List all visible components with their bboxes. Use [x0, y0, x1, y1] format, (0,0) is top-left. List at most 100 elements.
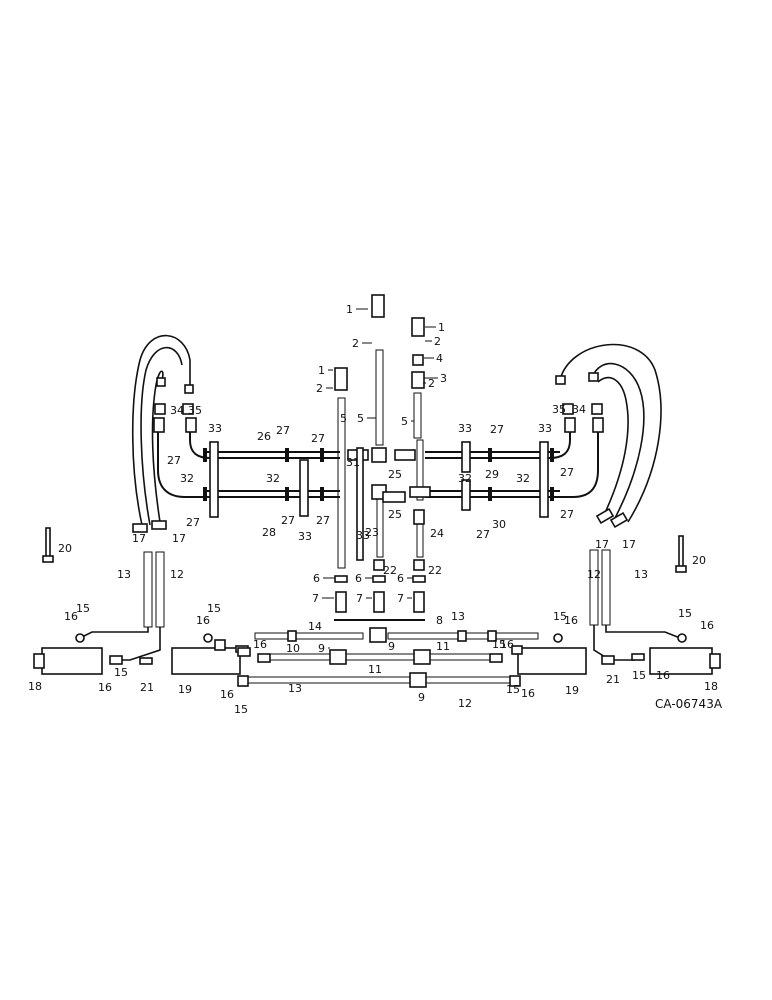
callout-label: 9 [418, 691, 425, 704]
callout-label: 26 [257, 430, 271, 443]
callout-label: 9 [388, 640, 395, 653]
callout-label: 6 [397, 572, 404, 585]
right-manifold [425, 417, 604, 518]
callout-label: 16 [500, 638, 514, 651]
callout-label: 27 [281, 514, 295, 527]
callout-label: 23 [365, 526, 379, 539]
callout-label: 7 [397, 592, 404, 605]
callout-label: 15 [553, 610, 567, 623]
lower-hose-lines [237, 619, 539, 688]
callout-label: 15 [114, 666, 128, 679]
callout-label: 1 [438, 321, 445, 334]
callout-label: 11 [368, 663, 382, 676]
callout-label: 32 [458, 472, 472, 485]
callout-label: 15 [76, 602, 90, 615]
callout-label: 32 [516, 472, 530, 485]
callout-label: 21 [606, 673, 620, 686]
callout-label: 4 [436, 352, 443, 365]
callout-label: 16 [564, 614, 578, 627]
callout-label: 29 [485, 468, 499, 481]
callout-label: 2 [352, 337, 359, 350]
callout-label: 16 [656, 669, 670, 682]
callout-label: 5 [340, 412, 347, 425]
center-valve-stack [334, 294, 431, 613]
callout-label: 2 [434, 335, 441, 348]
callout-label: 11 [436, 640, 450, 653]
callout-label: 27 [476, 528, 490, 541]
callout-label: 16 [253, 638, 267, 651]
callout-label: 13 [117, 568, 131, 581]
callout-label: 13 [288, 682, 302, 695]
callout-label: 25 [388, 508, 402, 521]
callout-label: 33 [538, 422, 552, 435]
callout-label: 17 [172, 532, 186, 545]
callout-label: 16 [98, 681, 112, 694]
callout-label: 31 [346, 456, 360, 469]
callout-label: 32 [266, 472, 280, 485]
callout-label: 6 [313, 572, 320, 585]
callout-label: 3 [440, 372, 447, 385]
callout-label: 6 [355, 572, 362, 585]
vertical-tubes [42, 527, 687, 661]
callout-label: 15 [632, 669, 646, 682]
callout-label: 18 [704, 680, 718, 693]
callout-label: 8 [436, 614, 443, 627]
callout-label: 17 [132, 532, 146, 545]
callout-label: 20 [692, 554, 706, 567]
callout-label: 27 [276, 424, 290, 437]
drawing-code: CA-06743A [655, 697, 723, 711]
callout-label: 27 [186, 516, 200, 529]
callout-label: 27 [316, 514, 330, 527]
callout-label: 15 [492, 638, 506, 651]
callout-label: 34 [170, 404, 184, 417]
callout-label: 22 [383, 564, 397, 577]
callout-label: 5 [357, 412, 364, 425]
callout-label: 16 [196, 614, 210, 627]
callout-label: 13 [634, 568, 648, 581]
callout-label: 25 [388, 468, 402, 481]
right-hose-assembly [555, 343, 662, 529]
callout-label: 27 [167, 454, 181, 467]
callout-label: 17 [595, 538, 609, 551]
callout-label: 1 [346, 303, 353, 316]
callout-label: 16 [700, 619, 714, 632]
callout-label: 15 [234, 703, 248, 716]
callout-label: 12 [587, 568, 601, 581]
callout-label: 17 [622, 538, 636, 551]
callout-label: 2 [428, 377, 435, 390]
callout-label: 27 [490, 423, 504, 436]
cylinders [33, 633, 721, 675]
callout-label: 24 [430, 527, 444, 540]
callout-label: 33 [208, 422, 222, 435]
callout-label: 34 [572, 403, 586, 416]
callout-label: 13 [451, 610, 465, 623]
callout-label: 15 [207, 602, 221, 615]
callout-label: 19 [565, 684, 579, 697]
callout-label: 20 [58, 542, 72, 555]
callout-label: 19 [178, 683, 192, 696]
callout-label: 27 [311, 432, 325, 445]
left-manifold [153, 417, 340, 518]
fittings-34-35 [154, 403, 603, 415]
callout-label: 14 [308, 620, 322, 633]
callout-label: 15 [506, 683, 520, 696]
callout-label: 35 [188, 404, 202, 417]
callout-label: 27 [560, 466, 574, 479]
callout-label: 7 [356, 592, 363, 605]
callout-label: 21 [140, 681, 154, 694]
callout-label: 16 [521, 687, 535, 700]
callout-label: 12 [170, 568, 184, 581]
callout-label: 7 [312, 592, 319, 605]
callout-label: 16 [64, 610, 78, 623]
callout-label: 22 [428, 564, 442, 577]
callout-label: 30 [492, 518, 506, 531]
callout-label: 18 [28, 680, 42, 693]
callout-label: 12 [458, 697, 472, 710]
callout-label: 35 [552, 403, 566, 416]
callout-label: 5 [401, 415, 408, 428]
callout-label: 10 [286, 642, 300, 655]
callout-label: 15 [678, 607, 692, 620]
callout-label: 2 [316, 382, 323, 395]
